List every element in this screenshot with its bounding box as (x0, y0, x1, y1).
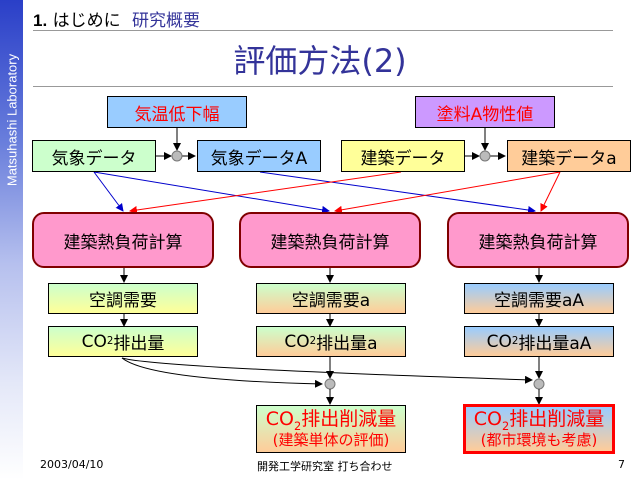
header-rule-bottom (33, 86, 613, 87)
co2-prefix: CO (486, 331, 512, 352)
result-subscript: 2 (293, 418, 302, 433)
result-prefix: CO (265, 408, 294, 431)
co2-subscript: 2 (106, 336, 114, 347)
footer-date: 2003/04/10 (40, 458, 104, 471)
result-note: (都市環境も考慮) (480, 431, 598, 450)
result-note: (建築単体の評価) (272, 431, 390, 450)
co2-subscript: 2 (511, 336, 519, 347)
paint-props-box: 塗料A物性値 (415, 96, 555, 128)
co2-suffix: 排出量 (113, 334, 165, 354)
weather-data-label: 気象データ (51, 148, 137, 169)
building-data-box: 建築データ (341, 140, 465, 172)
weather-data-a-label: 気象データA (210, 148, 308, 169)
sidebar: Matsuhashi Laboratory (0, 0, 23, 480)
result-suffix: 排出削減量 (509, 408, 605, 431)
building-data-a-box: 建築データa (507, 140, 631, 172)
heat-load-calc-1: 建築熱負荷計算 (32, 212, 214, 268)
ac-demand-label: 空調需要 (89, 291, 157, 311)
heat-load-calc-2: 建築熱負荷計算 (239, 212, 421, 268)
page-title: 評価方法(2) (233, 42, 407, 80)
link-weather-calc2 (93, 171, 330, 214)
merge-node-result2 (533, 378, 545, 390)
arrow-emission1-merge1 (121, 357, 323, 388)
page-number: 7 (618, 458, 625, 471)
result-subscript: 2 (501, 418, 510, 433)
link-building-calc1 (129, 171, 402, 214)
heat-load-calc-3: 建築熱負荷計算 (447, 212, 629, 268)
heat-load-calc-label: 建築熱負荷計算 (478, 232, 598, 253)
merge-node-building (479, 150, 491, 162)
weather-data-box: 気象データ (32, 140, 156, 172)
section-subtitle: 研究概要 (132, 11, 200, 31)
co2-suffix: 排出量a (316, 334, 378, 354)
co2-subscript: 2 (309, 336, 317, 347)
ac-demand-1: 空調需要 (48, 283, 198, 314)
weather-data-a-box: 気象データA (197, 140, 321, 172)
link-weather-calc1 (93, 171, 124, 212)
link-weatherA-calc3 (259, 171, 536, 214)
footer-center: 開発工学研究室 打ち合わせ (257, 460, 393, 473)
arrow-emission1-merge2 (121, 357, 533, 384)
section-number: 1. (33, 11, 48, 30)
section-title: はじめに (52, 11, 121, 31)
temp-drop-label: 気温低下幅 (134, 104, 220, 125)
link-buildingA-calc2 (334, 171, 561, 214)
result-prefix: CO (473, 408, 502, 431)
link-buildingA-calc3 (540, 171, 561, 212)
section-heading: 1. はじめに 研究概要 (33, 6, 200, 31)
ac-demand-label: 空調需要aA (493, 291, 585, 311)
heat-load-calc-label: 建築熱負荷計算 (63, 232, 183, 253)
heat-load-calc-label: 建築熱負荷計算 (270, 232, 390, 253)
co2-prefix: CO (81, 331, 107, 352)
co2-prefix: CO (284, 331, 310, 352)
co2-reduction-urban: CO2排出削減量 (都市環境も考慮) (463, 404, 615, 454)
merge-node-result1 (324, 378, 336, 390)
co2-suffix: 排出量aA (518, 334, 592, 354)
paint-props-label: 塗料A物性値 (436, 104, 534, 125)
ac-demand-3: 空調需要aA (464, 283, 614, 314)
header-rule-top (33, 30, 613, 31)
ac-demand-2: 空調需要a (256, 283, 406, 314)
merge-node-weather (171, 150, 183, 162)
result-suffix: 排出削減量 (301, 408, 397, 431)
temp-drop-box: 気温低下幅 (107, 96, 247, 128)
co2-reduction-building: CO2排出削減量 (建築単体の評価) (256, 405, 406, 453)
building-data-label: 建築データ (360, 148, 446, 169)
ac-demand-label: 空調需要a (291, 291, 371, 311)
building-data-a-label: 建築データa (521, 148, 617, 169)
